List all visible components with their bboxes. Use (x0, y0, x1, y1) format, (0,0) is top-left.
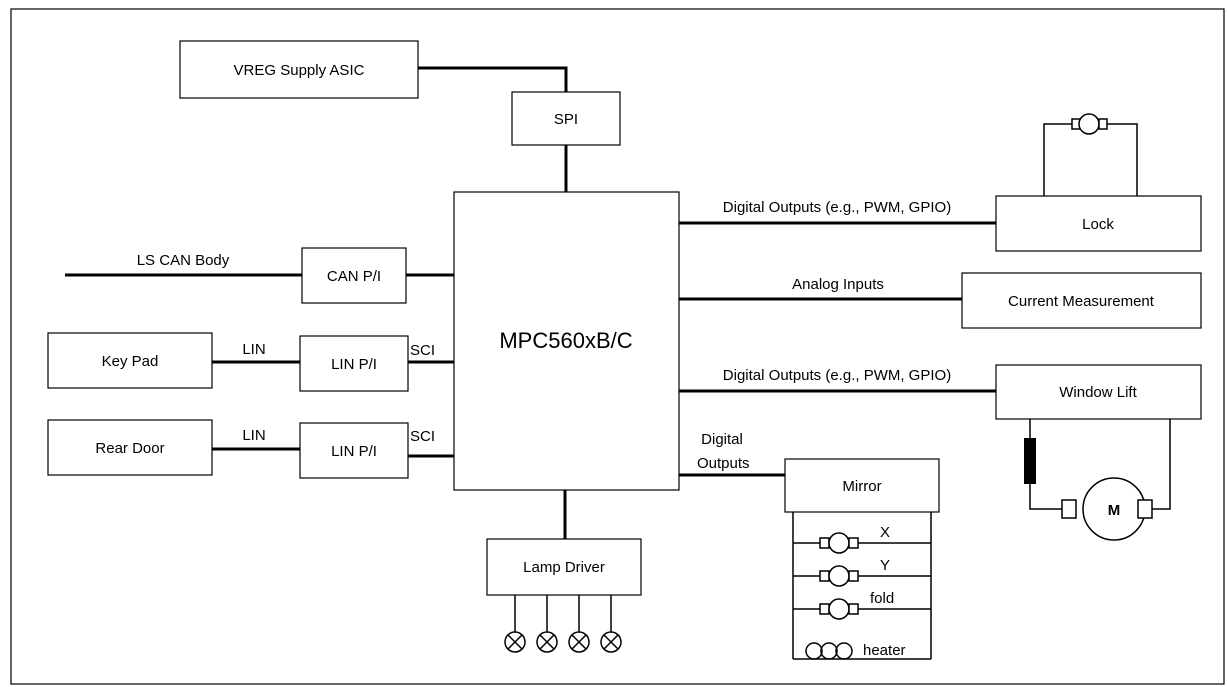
rear-door-label: Rear Door (95, 440, 164, 457)
lin-label-2: LIN (242, 427, 265, 444)
motor-m-label: M (1108, 502, 1121, 519)
digital-outputs-window-label: Digital Outputs (e.g., PWM, GPIO) (723, 367, 951, 384)
digital-outputs-mirror-line1: Digital (701, 431, 743, 448)
lin-pi-box-2 (299, 422, 409, 479)
key-pad-label: Key Pad (102, 353, 159, 370)
mirror-fold-motor (793, 598, 931, 620)
lin-label-1: LIN (242, 341, 265, 358)
current-measurement-label: Current Measurement (1008, 293, 1155, 310)
mirror-x-motor (793, 532, 931, 554)
window-lift-motor-icon (1024, 419, 1171, 541)
vreg-supply-asic-box (179, 40, 419, 99)
lamp-driver-label: Lamp Driver (523, 559, 605, 576)
mirror-loads-icon (792, 512, 932, 660)
spi-label: SPI (554, 111, 578, 128)
digital-outputs-mirror-line2: Outputs (697, 455, 750, 472)
vreg-label: VREG Supply ASIC (234, 62, 365, 79)
key-pad-box (47, 332, 213, 389)
lock-motor-icon (1043, 113, 1138, 196)
lamps (504, 595, 622, 653)
lamp-driver-box (486, 538, 642, 596)
outer-frame (10, 8, 1225, 685)
lamp-icon (600, 595, 622, 653)
can-pi-box (301, 247, 407, 304)
lamp-icon (504, 595, 526, 653)
mcu-box (453, 191, 680, 491)
lin-pi-box-1 (299, 335, 409, 392)
window-lift-box (995, 364, 1202, 420)
mirror-box (784, 458, 940, 513)
lock-box (995, 195, 1202, 252)
analog-inputs-label: Analog Inputs (792, 276, 884, 293)
sci-label-1: SCI (410, 342, 435, 359)
vreg-spi-wire (418, 66, 568, 92)
can-pi-label: CAN P/I (327, 268, 381, 285)
mirror-heater-label: heater (863, 642, 906, 659)
lamp-icon (536, 595, 558, 653)
mirror-fold-label: fold (870, 590, 894, 607)
current-measurement-box (961, 272, 1202, 329)
lock-label: Lock (1082, 216, 1114, 233)
digital-outputs-lock-label: Digital Outputs (e.g., PWM, GPIO) (723, 199, 951, 216)
ls-can-body-label: LS CAN Body (137, 252, 230, 269)
spi-box (511, 91, 621, 146)
mcu-label: MPC560xB/C (499, 328, 632, 353)
rear-door-box (47, 419, 213, 476)
connections (65, 66, 996, 539)
lin-pi-label-2: LIN P/I (331, 443, 377, 460)
lin-pi-label-1: LIN P/I (331, 356, 377, 373)
mirror-y-motor (793, 565, 931, 587)
window-lift-label: Window Lift (1059, 384, 1137, 401)
mirror-x-label: X (880, 524, 890, 541)
lamp-icon (568, 595, 590, 653)
mirror-y-label: Y (880, 557, 890, 574)
sci-label-2: SCI (410, 428, 435, 445)
mirror-heater-coil (805, 642, 853, 660)
mirror-label: Mirror (842, 478, 881, 495)
